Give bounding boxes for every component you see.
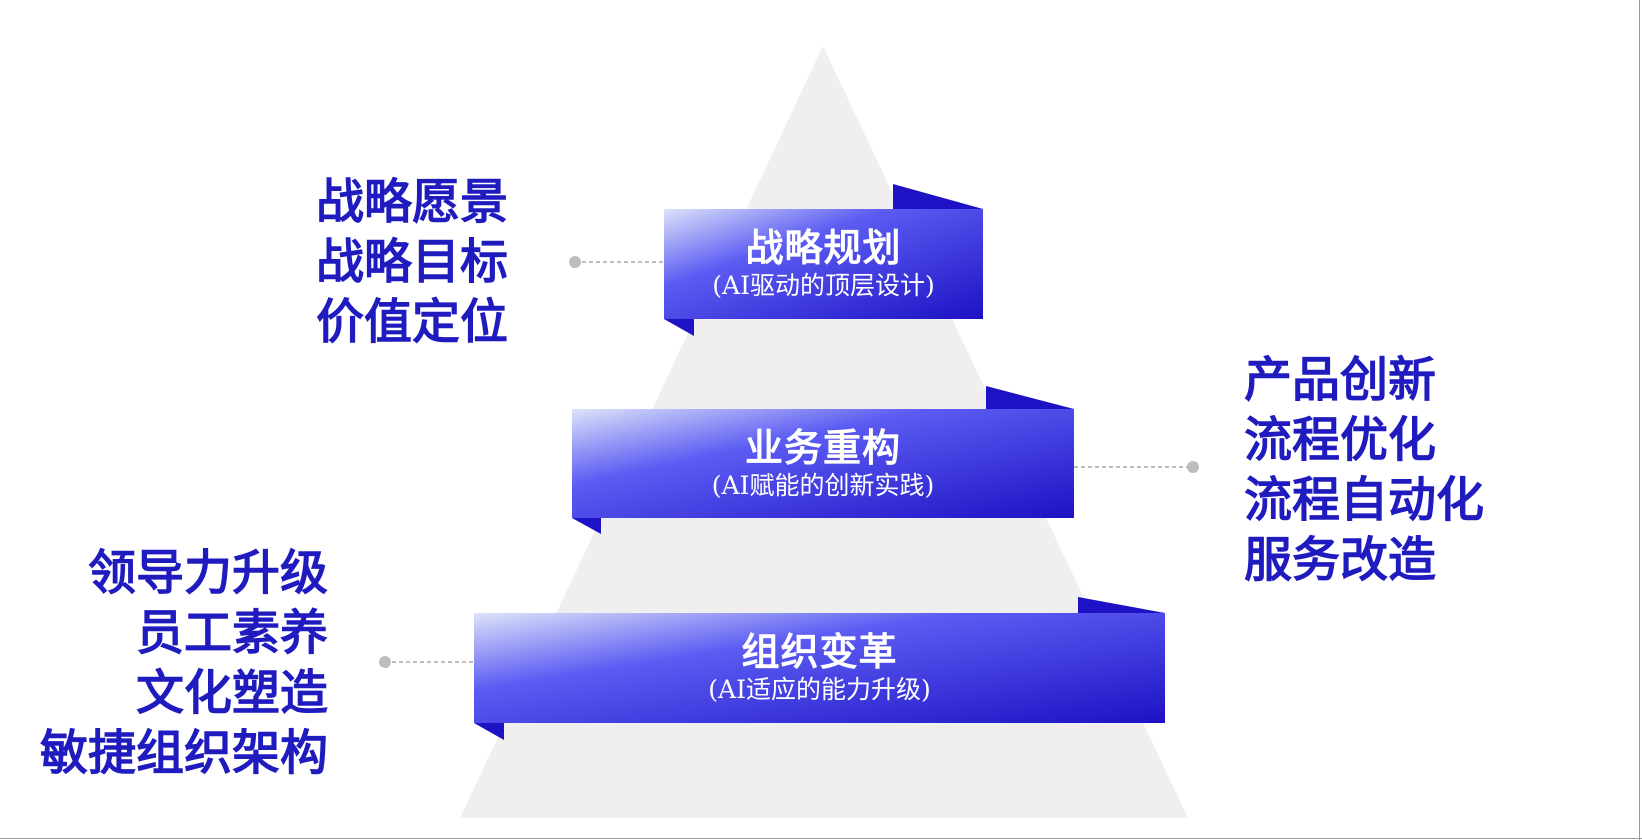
tier-band-organization (474, 597, 1165, 740)
band-fold-top (986, 386, 1074, 409)
frame-border-bottom (0, 838, 1642, 839)
band-fold-bottom (474, 723, 504, 740)
list-item: 服务改造 (1244, 532, 1437, 588)
band-fold-bottom (664, 319, 694, 336)
organization-items-list: 领导力升级 员工素养 文化塑造 敏捷组织架构 (40, 543, 328, 783)
connector-organization (379, 656, 474, 668)
tier-subtitle: (AI驱动的顶层设计) (712, 271, 935, 300)
connector-business (1074, 461, 1199, 473)
list-item: 敏捷组织架构 (39, 725, 328, 781)
list-item: 领导力升级 (87, 545, 328, 601)
band-fold-bottom (572, 518, 601, 534)
tier-label-business: 业务重构 (AI赋能的创新实践) (572, 426, 1074, 502)
tier-subtitle: (AI适应的能力升级) (708, 675, 931, 704)
band-body (664, 209, 983, 319)
band-body (474, 613, 1165, 723)
tier-band-strategy (664, 184, 983, 336)
band-body (572, 409, 1074, 518)
tier-subtitle: (AI赋能的创新实践) (711, 471, 935, 500)
connector-strategy (569, 256, 664, 268)
tier-label-strategy: 战略规划 (AI驱动的顶层设计) (664, 226, 983, 302)
list-item: 战略目标 (316, 234, 509, 290)
tier-band-business (572, 386, 1074, 534)
tier-title: 组织变革 (741, 629, 898, 674)
frame-border-right (1639, 0, 1640, 840)
list-item: 战略愿景 (316, 174, 509, 230)
tier-title: 战略规划 (745, 225, 902, 270)
band-fold-top (893, 184, 983, 209)
list-item: 流程优化 (1244, 412, 1437, 468)
list-item: 员工素养 (135, 605, 328, 661)
list-item: 产品创新 (1244, 352, 1437, 408)
business-items-list: 产品创新 流程优化 流程自动化 服务改造 (1244, 350, 1484, 590)
strategy-items-list: 战略愿景 战略目标 价值定位 (316, 172, 508, 352)
tier-title: 业务重构 (744, 425, 901, 470)
tier-label-organization: 组织变革 (AI适应的能力升级) (474, 630, 1165, 706)
list-item: 文化塑造 (135, 665, 328, 721)
list-item: 价值定位 (316, 294, 509, 350)
band-fold-top (1078, 597, 1165, 613)
list-item: 流程自动化 (1244, 472, 1485, 528)
